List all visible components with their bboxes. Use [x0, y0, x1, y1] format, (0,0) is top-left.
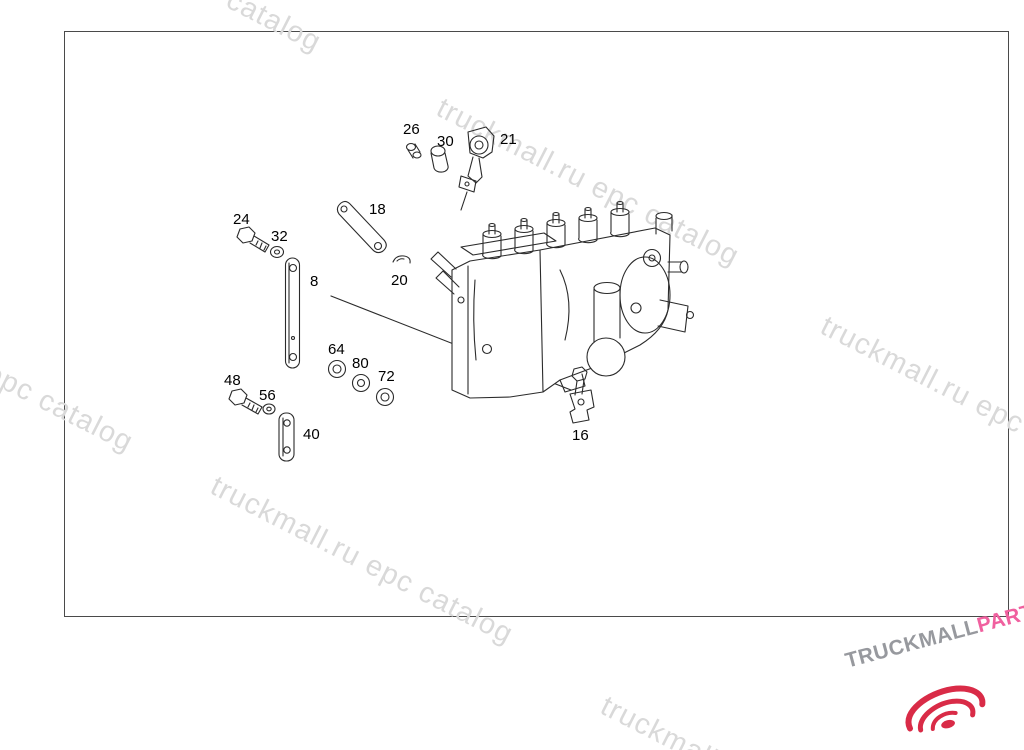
part-21-bracket: [458, 126, 495, 193]
part-callout-40[interactable]: 40: [303, 426, 320, 443]
part-72-washer: [375, 387, 395, 407]
part-callout-18[interactable]: 18: [369, 201, 386, 218]
part-callout-21[interactable]: 21: [500, 131, 517, 148]
part-callout-24[interactable]: 24: [233, 211, 250, 228]
pump-element-row: [482, 200, 673, 260]
part-48-bolt: [228, 388, 263, 415]
injection-pump-body: [430, 200, 695, 399]
part-callout-56[interactable]: 56: [259, 387, 276, 404]
part-30-sleeve: [430, 145, 449, 173]
swirl-wheel-icon: [905, 685, 986, 733]
part-callout-30[interactable]: 30: [437, 133, 454, 150]
part-callout-80[interactable]: 80: [352, 355, 369, 372]
part-64-washer: [327, 359, 347, 379]
part-18-lever: [336, 200, 387, 254]
part-56-washer: [262, 403, 276, 415]
part-callout-32[interactable]: 32: [271, 228, 288, 245]
part-callout-72[interactable]: 72: [378, 368, 395, 385]
part-24-bolt: [236, 226, 270, 253]
part-callout-16[interactable]: 16: [572, 427, 589, 444]
part-callout-8[interactable]: 8: [310, 273, 319, 290]
part-26-screw: [405, 142, 422, 159]
part-20-clip: [392, 255, 411, 264]
part-callout-26[interactable]: 26: [403, 121, 420, 138]
part-callout-48[interactable]: 48: [224, 372, 241, 389]
part-callout-20[interactable]: 20: [391, 272, 408, 289]
part-callout-64[interactable]: 64: [328, 341, 345, 358]
part-8-link-strip: [284, 257, 301, 369]
part-32-washer: [269, 245, 285, 259]
part-80-washer: [351, 373, 371, 393]
part-40-plate: [278, 412, 295, 462]
part-16-bracket: [569, 366, 595, 424]
